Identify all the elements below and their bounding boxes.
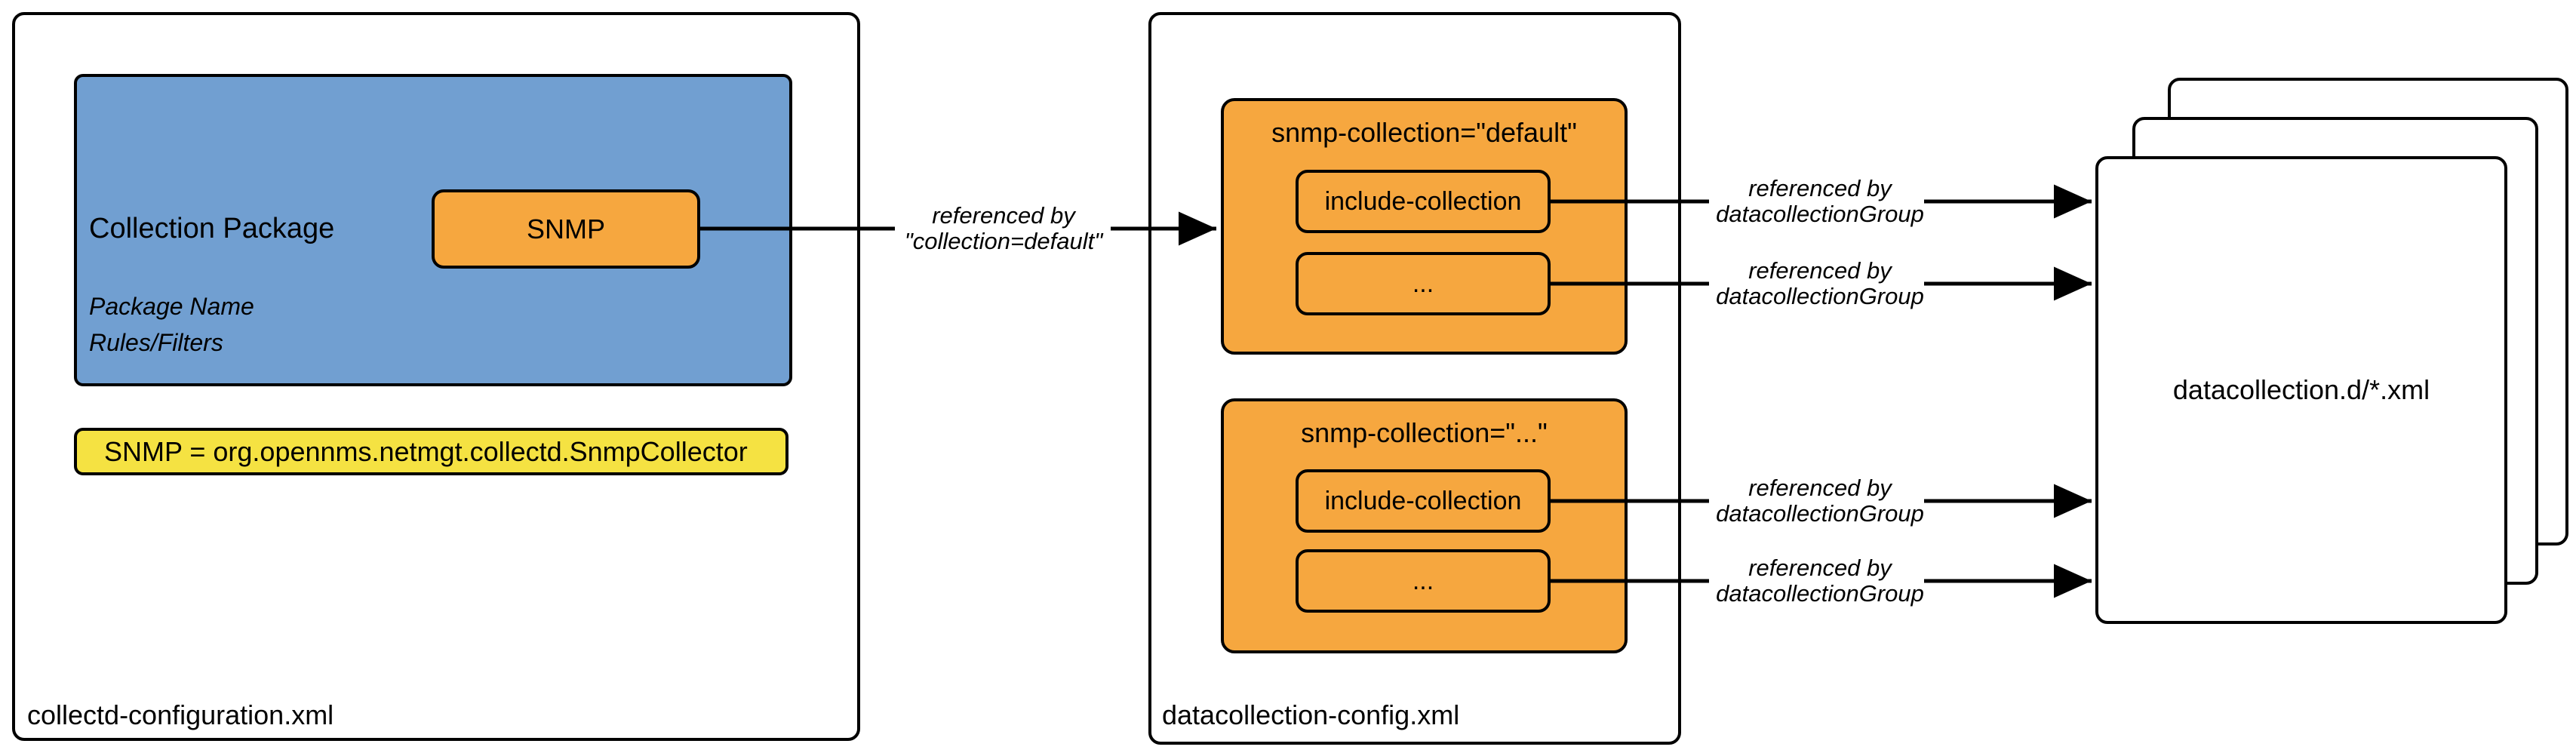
group-ref-1-line1: referenced by [1748,175,1892,201]
include-collection-box-2: include-collection [1296,469,1551,533]
snmp-service-label: SNMP [526,213,605,244]
ellipsis-box-1: ... [1296,252,1551,315]
datacollection-file-label: datacollection.d/*.xml [2172,374,2430,405]
group-ref-1-line2: datacollectionGroup [1716,201,1924,227]
snmp-service-box: SNMP [432,189,700,269]
ellipsis-label-2: ... [1412,566,1434,595]
group-ref-annotation-4: referenced by datacollectionGroup [1699,555,1941,607]
group-ref-3-line1: referenced by [1748,475,1892,501]
group-ref-annotation-3: referenced by datacollectionGroup [1699,475,1941,527]
group-ref-2-line2: datacollectionGroup [1716,283,1924,309]
snmp-collector-note-text: SNMP = org.opennms.netmgt.collectd.SnmpC… [104,435,748,467]
middle-panel-label: datacollection-config.xml [1162,699,1460,730]
left-panel-label: collectd-configuration.xml [27,699,334,730]
package-name-label: Package Name [89,293,254,320]
datacollection-file-front: datacollection.d/*.xml [2095,156,2507,624]
group-ref-4-line1: referenced by [1748,555,1892,581]
collection-package-title: Collection Package [89,213,335,244]
group-ref-3-line2: datacollectionGroup [1716,500,1924,527]
include-collection-label-2: include-collection [1324,486,1522,515]
group-ref-annotation-2: referenced by datacollectionGroup [1699,258,1941,309]
snmp-collector-note: SNMP = org.opennms.netmgt.collectd.SnmpC… [74,428,788,475]
collection-ref-line2: "collection=default" [904,228,1103,254]
include-collection-label-1: include-collection [1324,186,1522,216]
rules-filters-label: Rules/Filters [89,329,223,356]
collection-ref-annotation: referenced by "collection=default" [875,203,1132,254]
ellipsis-label-1: ... [1412,269,1434,298]
snmp-collection-default-title: snmp-collection="default" [1271,117,1577,148]
group-ref-2-line1: referenced by [1748,257,1892,284]
collection-ref-line1: referenced by [932,202,1075,229]
ellipsis-box-2: ... [1296,549,1551,613]
include-collection-box-1: include-collection [1296,170,1551,233]
group-ref-4-line2: datacollectionGroup [1716,580,1924,607]
group-ref-annotation-1: referenced by datacollectionGroup [1699,176,1941,227]
snmp-collection-other-title: snmp-collection="..." [1301,417,1548,448]
collection-package-meta: Package Name Rules/Filters [89,288,254,361]
